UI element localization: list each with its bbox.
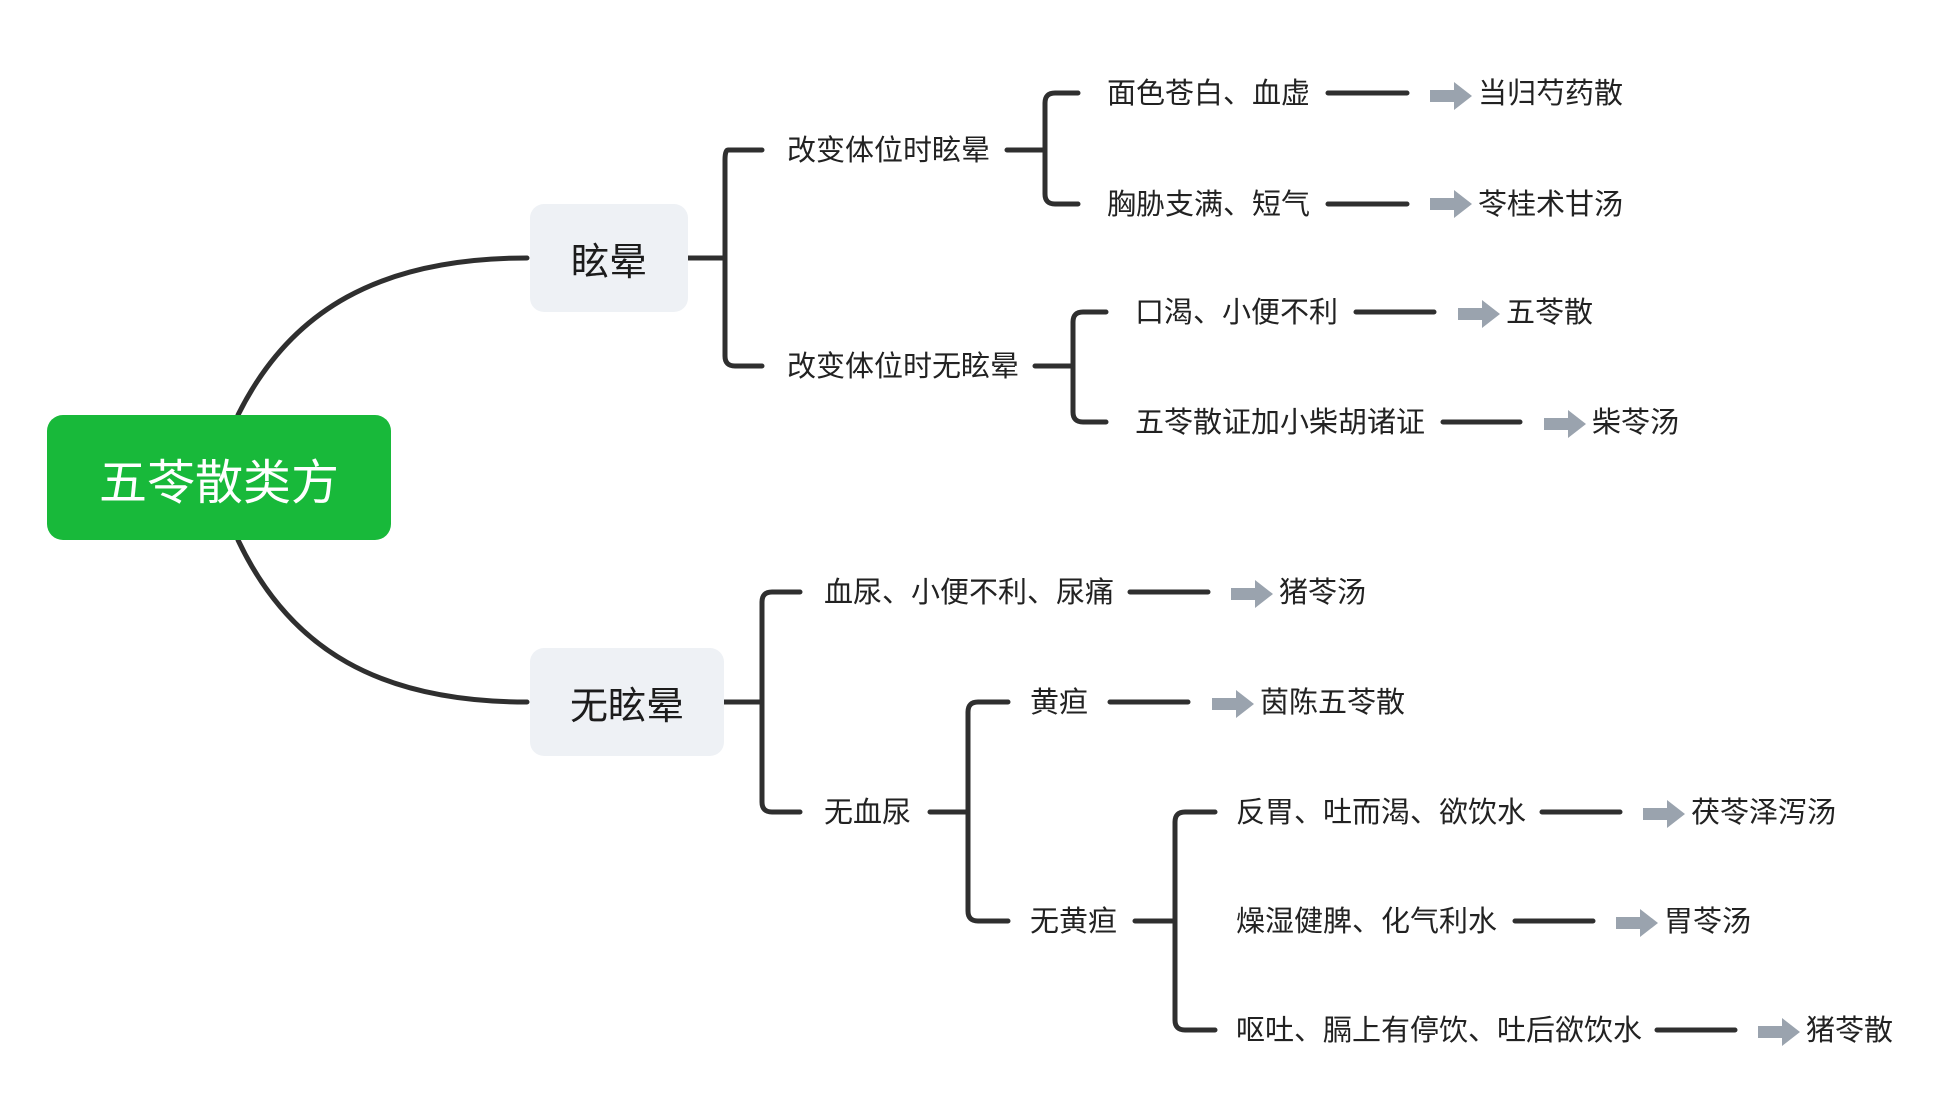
connector-nodizzy-branches: [721, 589, 803, 815]
leaf-formula[interactable]: 苓桂术甘汤: [1478, 187, 1624, 221]
leaf-symptom[interactable]: 胸胁支满、短气: [1107, 187, 1311, 221]
arrow-right-icon: [1430, 82, 1472, 110]
arrow-right-icon: [1458, 300, 1500, 328]
connector-root-nodizzy: [235, 537, 530, 705]
branch-no-hematuria[interactable]: 无血尿: [824, 795, 912, 829]
branch-posture-dizzy[interactable]: 改变体位时眩晕: [787, 133, 991, 167]
leaf-symptom[interactable]: 口渴、小便不利: [1135, 295, 1339, 329]
connector-b6-leaves: [1132, 809, 1218, 1033]
arrow-right-icon: [1212, 690, 1254, 718]
leaf-formula[interactable]: 茯苓泽泻汤: [1691, 795, 1837, 829]
leaf-formula[interactable]: 猪苓汤: [1279, 575, 1367, 609]
leaf-formula[interactable]: 胃苓汤: [1664, 904, 1752, 938]
leaf-symptom[interactable]: 呕吐、膈上有停饮、吐后欲饮水: [1236, 1013, 1643, 1047]
leaf-symptom[interactable]: 燥湿健脾、化气利水: [1236, 904, 1498, 938]
connector-b2-leaves: [1032, 309, 1109, 425]
topic-dizzy[interactable]: 眩晕: [530, 204, 688, 312]
leaf-formula[interactable]: 当归芍药散: [1478, 76, 1624, 110]
leaf-symptom[interactable]: 五苓散证加小柴胡诸证: [1135, 405, 1426, 439]
dash-lines: [1107, 90, 1738, 1033]
arrow-right-icon: [1430, 190, 1472, 218]
leaf-formula[interactable]: 茵陈五苓散: [1260, 685, 1406, 719]
leaf-formula[interactable]: 五苓散: [1506, 295, 1594, 329]
arrow-right-icon: [1616, 909, 1658, 937]
arrow-right-icon: [1544, 410, 1586, 438]
branch-hematuria[interactable]: 血尿、小便不利、尿痛: [824, 575, 1115, 609]
branch-no-jaundice[interactable]: 无黄疸: [1030, 904, 1118, 938]
connector-root-dizzy: [235, 255, 530, 418]
connector-b1-leaves: [1004, 90, 1081, 207]
connector-dizzy-branches: [685, 147, 765, 369]
leaf-symptom[interactable]: 面色苍白、血虚: [1107, 76, 1311, 110]
connector-b4-leaves: [927, 699, 1011, 924]
leaf-symptom[interactable]: 反胃、吐而渴、欲饮水: [1236, 795, 1527, 829]
arrow-right-icon: [1231, 580, 1273, 608]
branch-jaundice[interactable]: 黄疸: [1030, 685, 1089, 719]
arrow-right-icon: [1758, 1018, 1800, 1046]
leaf-formula[interactable]: 猪苓散: [1806, 1013, 1894, 1047]
branch-posture-no-dizzy[interactable]: 改变体位时无眩晕: [787, 349, 1020, 383]
leaf-formula[interactable]: 柴苓汤: [1592, 405, 1680, 439]
root-topic[interactable]: 五苓散类方: [47, 415, 391, 540]
topic-no-dizzy[interactable]: 无眩晕: [530, 648, 724, 756]
arrow-right-icon: [1643, 800, 1685, 828]
